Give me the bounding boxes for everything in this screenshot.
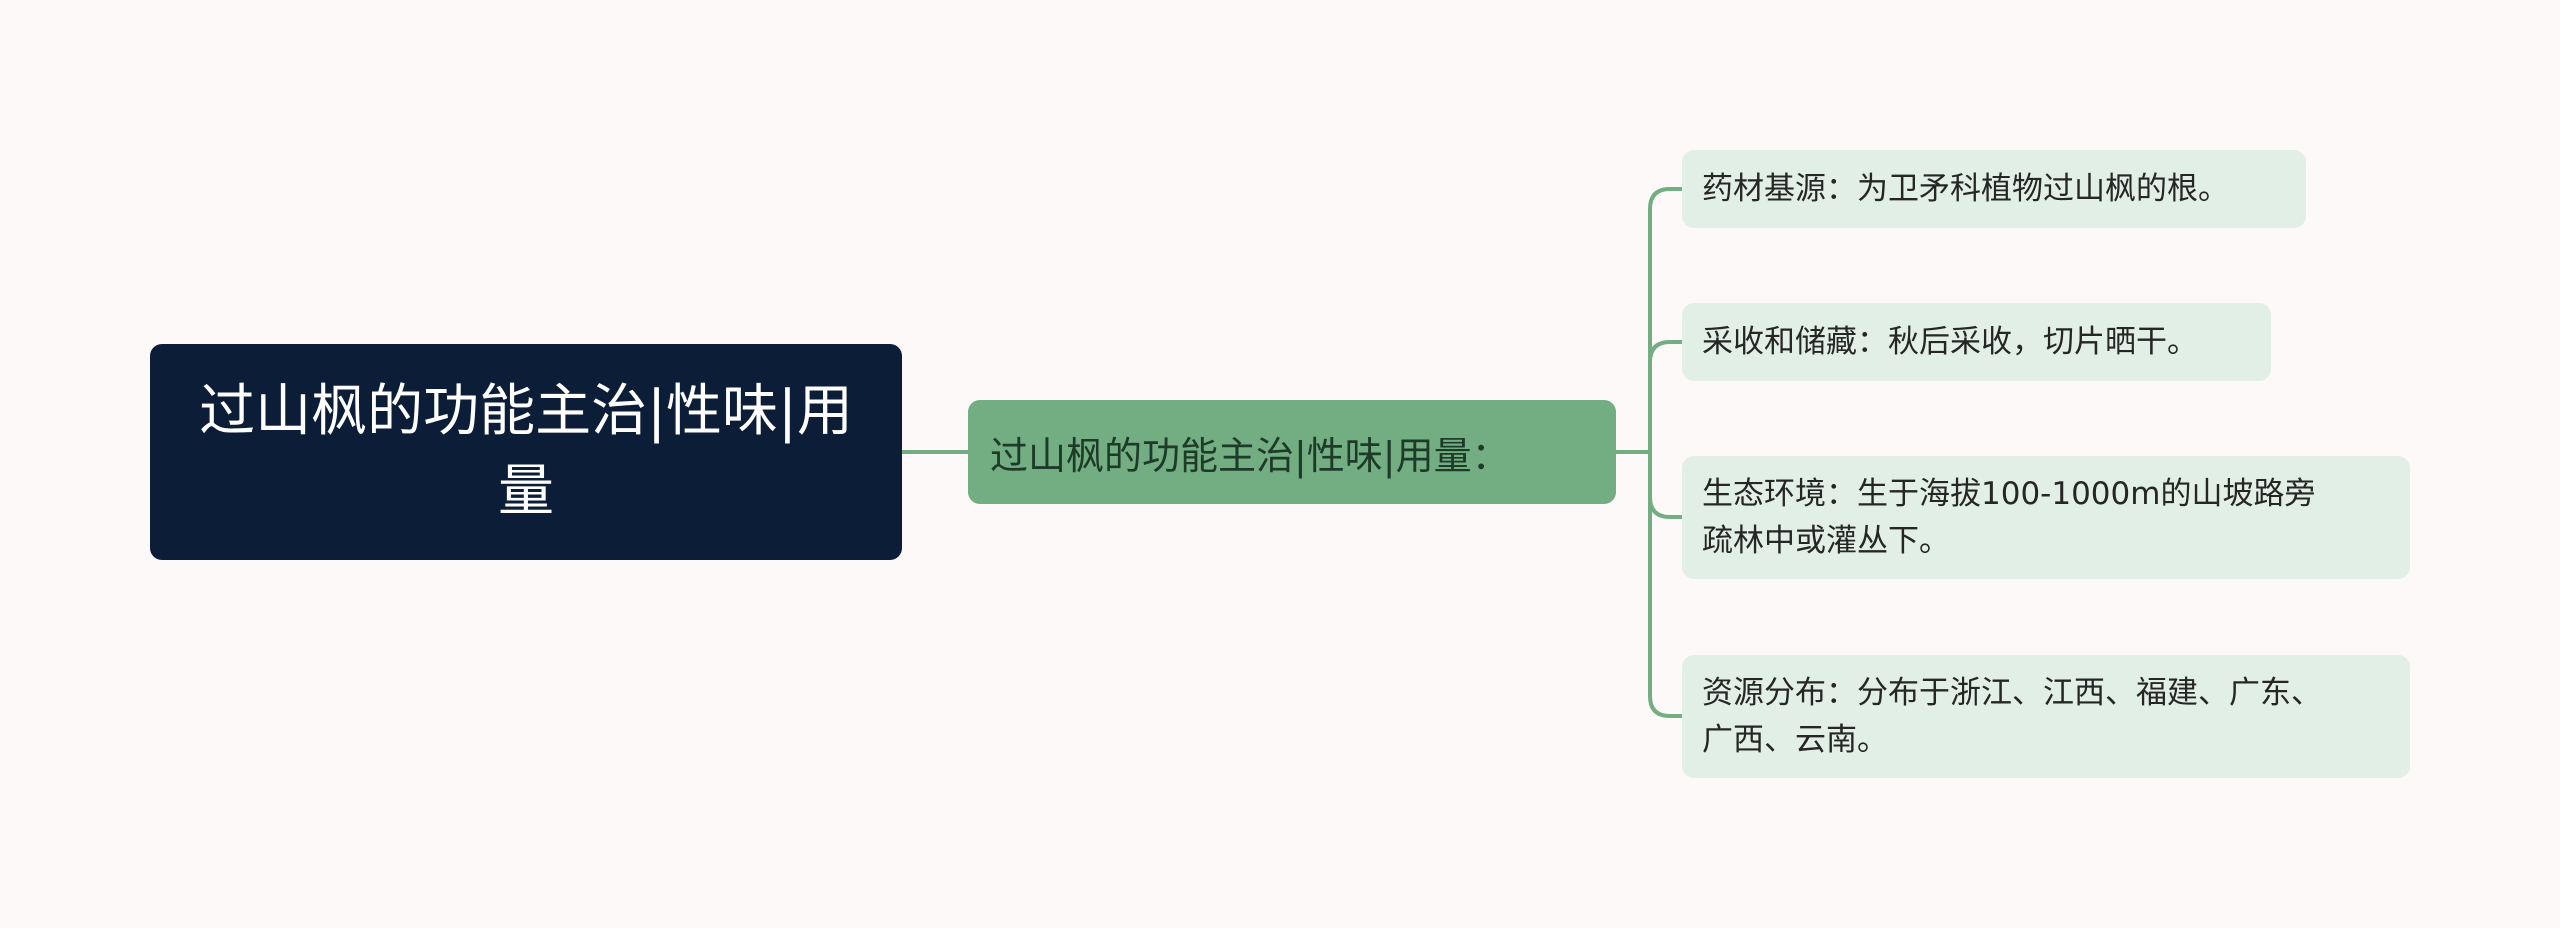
leaf-topic-habitat[interactable]: 生态环境：生于海拔100-1000m的山坡路旁 疏林中或灌丛下。 — [1682, 456, 2410, 579]
branch-topic-label: 过山枫的功能主治|性味|用量： — [990, 433, 1510, 478]
leaf-topic-text: 生态环境：生于海拔100-1000m的山坡路旁 疏林中或灌丛下。 — [1702, 471, 2315, 565]
root-topic-line-2: 量 — [497, 459, 554, 524]
connector-to-leaf-3 — [1648, 452, 1682, 718]
leaf-topic-line: 采收和储藏：秋后采收，切片晒干。 — [1702, 323, 2198, 360]
leaf-topic-line: 生态环境：生于海拔100-1000m的山坡路旁 — [1702, 475, 2316, 512]
connector-to-leaf-1 — [1648, 340, 1682, 452]
root-topic-text: 过山枫的功能主治|性味|用 量 — [199, 372, 853, 532]
connector-to-leaf-0 — [1648, 187, 1682, 452]
leaf-topic-distribution[interactable]: 资源分布：分布于浙江、江西、福建、广东、 广西、云南。 — [1682, 655, 2410, 778]
branch-topic-node[interactable]: 过山枫的功能主治|性味|用量： — [968, 400, 1616, 504]
connector-to-leaf-2 — [1648, 452, 1682, 519]
leaf-topic-line: 疏林中或灌丛下。 — [1702, 522, 1950, 559]
leaf-topic-text: 采收和储藏：秋后采收，切片晒干。 — [1702, 319, 2198, 366]
leaf-topic-line: 药材基源：为卫矛科植物过山枫的根。 — [1702, 170, 2229, 207]
root-topic-node[interactable]: 过山枫的功能主治|性味|用 量 — [150, 344, 902, 560]
leaf-topic-text: 药材基源：为卫矛科植物过山枫的根。 — [1702, 166, 2229, 213]
leaf-topic-harvest-storage[interactable]: 采收和储藏：秋后采收，切片晒干。 — [1682, 303, 2271, 381]
leaf-topic-text: 资源分布：分布于浙江、江西、福建、广东、 广西、云南。 — [1702, 670, 2322, 764]
leaf-topic-source[interactable]: 药材基源：为卫矛科植物过山枫的根。 — [1682, 150, 2306, 228]
root-topic-line-1: 过山枫的功能主治|性味|用 — [199, 379, 853, 444]
leaf-topic-line: 广西、云南。 — [1702, 721, 1888, 758]
leaf-topic-line: 资源分布：分布于浙江、江西、福建、广东、 — [1702, 674, 2322, 711]
